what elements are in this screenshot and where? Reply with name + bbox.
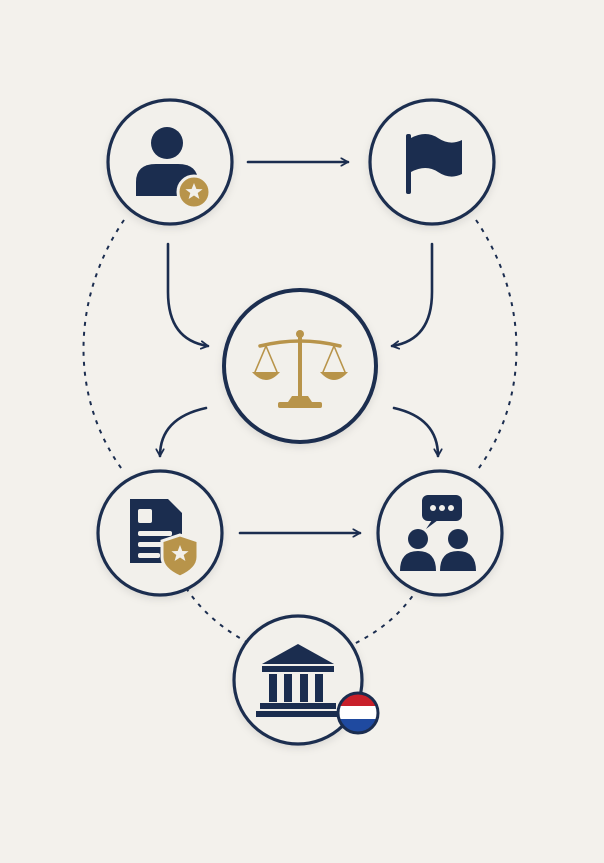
edge-person-justice bbox=[166, 242, 210, 346]
people-speech-bubble-icon bbox=[400, 495, 476, 571]
person-with-star-badge-icon bbox=[136, 127, 212, 210]
netherlands-flag-icon bbox=[336, 691, 380, 735]
edge-person-document bbox=[82, 219, 125, 473]
flag-icon bbox=[406, 134, 462, 194]
government-building-icon bbox=[256, 644, 340, 717]
node-institution bbox=[232, 614, 380, 746]
node-justice bbox=[222, 288, 378, 444]
node-dialogue bbox=[376, 469, 504, 597]
solid-connectors bbox=[160, 162, 438, 533]
edge-justice-dialogue bbox=[392, 406, 438, 458]
edge-dialogue-institution bbox=[351, 587, 419, 646]
node-document bbox=[96, 469, 224, 597]
edge-justice-document bbox=[160, 406, 208, 458]
document-with-shield-icon bbox=[130, 499, 200, 579]
node-flag bbox=[368, 98, 496, 226]
scales-of-justice-icon bbox=[252, 330, 348, 408]
edge-document-institution bbox=[185, 587, 253, 646]
node-person bbox=[106, 98, 234, 226]
edge-flag-justice bbox=[390, 242, 434, 346]
edge-flag-dialogue bbox=[475, 219, 518, 473]
